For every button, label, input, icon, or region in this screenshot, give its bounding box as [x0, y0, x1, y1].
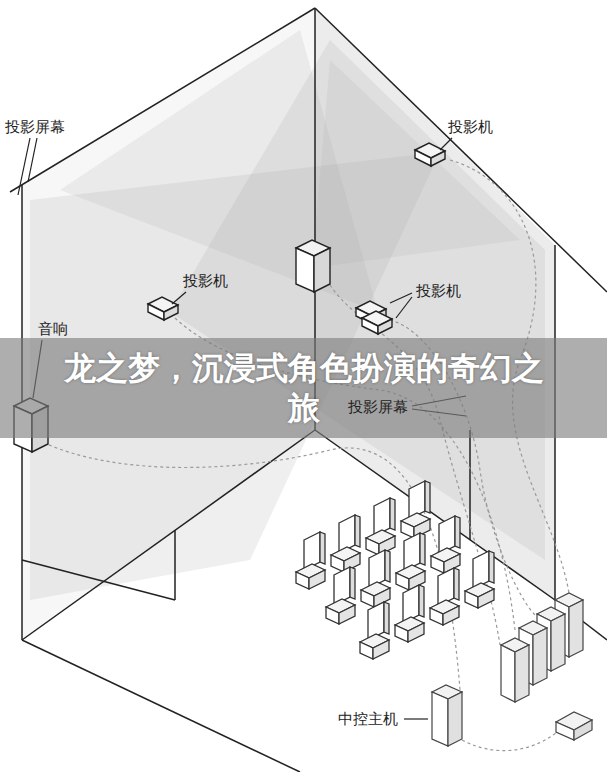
banner-title: 龙之梦，沉浸式角色扮演的奇幻之旅: [59, 348, 549, 428]
part-label: 投影屏幕: [348, 398, 408, 416]
part-label: 投影屏幕: [5, 118, 65, 136]
part-label: 投影机: [416, 282, 461, 300]
part-label: 中控主机: [338, 710, 398, 728]
title-band: 龙之梦，沉浸式角色扮演的奇幻之旅: [0, 338, 607, 438]
part-label: 投影机: [448, 118, 493, 136]
part-label: 投影机: [183, 272, 228, 290]
part-label: 音响: [38, 320, 68, 338]
